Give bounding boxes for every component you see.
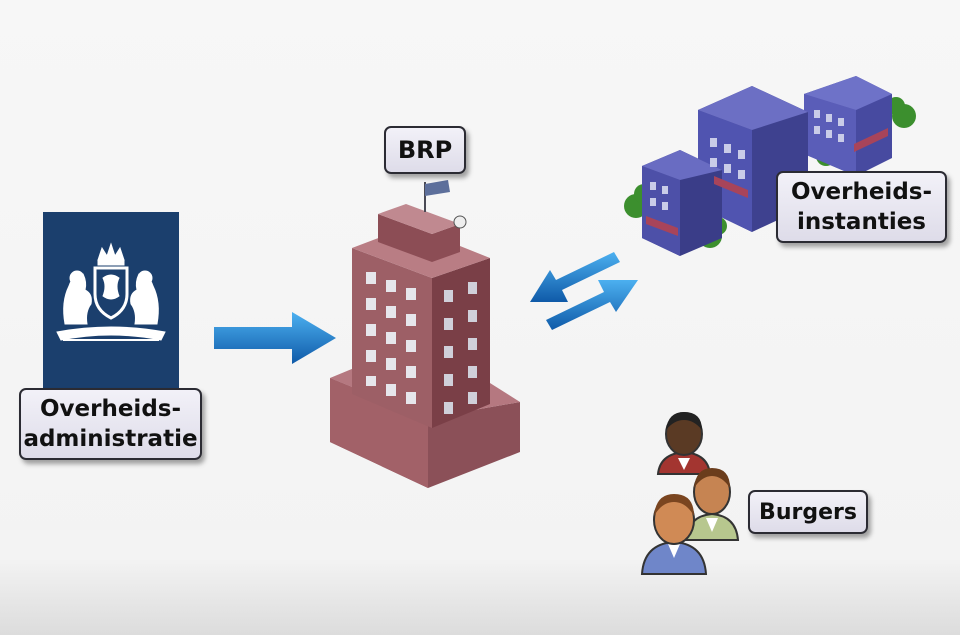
- burgers-label: Burgers: [748, 490, 868, 534]
- label-text: BRP: [397, 136, 453, 164]
- label-text: Burgers: [759, 499, 857, 525]
- exchange-arrows-icon: [530, 252, 638, 330]
- brp-building-icon: [330, 180, 520, 488]
- overheidsadministratie-label: Overheids- administratie: [19, 388, 202, 460]
- label-line: Overheids-: [39, 396, 182, 422]
- overheidsadministratie-panel: [43, 212, 179, 392]
- coat-of-arms-icon: [56, 242, 166, 341]
- burgers-people-icon: [640, 412, 740, 575]
- arrow-right-icon: [214, 312, 336, 364]
- overheidsinstanties-buildings-icon: [624, 76, 916, 256]
- label-line: instanties: [796, 209, 926, 235]
- label-line: Overheids-: [790, 179, 933, 205]
- overheidsinstanties-label: Overheids- instanties: [776, 171, 947, 243]
- brp-label: BRP: [384, 126, 466, 174]
- label-line: administratie: [23, 426, 198, 452]
